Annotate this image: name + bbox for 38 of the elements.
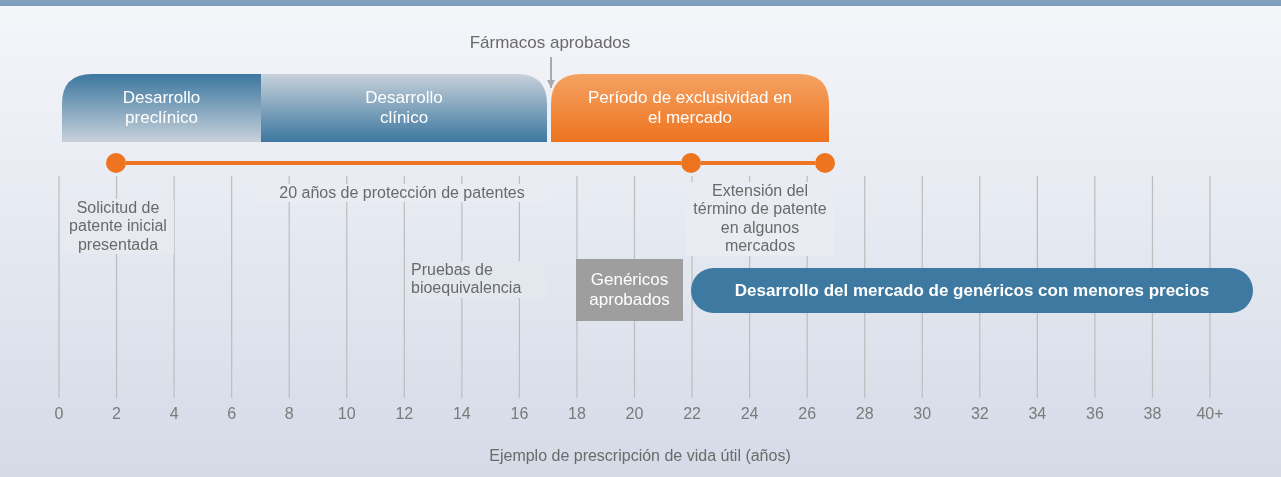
tick-label: 6: [226, 405, 238, 423]
node-text: Desarrollo clínico: [364, 88, 444, 128]
tick-label: 4: [168, 405, 180, 423]
tick-label: 2: [111, 405, 122, 423]
annotation-text: Solicitud de patente inicial presentada: [62, 199, 174, 255]
node-text: Genéricos aprobados: [588, 270, 671, 310]
tick-label: 16: [509, 405, 530, 423]
tick-label: 40+: [1195, 405, 1225, 423]
tick-label: 12: [394, 405, 415, 423]
tick-label: 24: [739, 405, 760, 423]
tick-label: 22: [682, 405, 702, 423]
tick-label: 34: [1027, 405, 1048, 423]
node-text: Período de exclusividad en el mercado: [586, 88, 794, 128]
tick-label: 32: [969, 405, 990, 423]
phase-box: [62, 74, 261, 142]
approval-box: [576, 259, 683, 321]
tick-label: 26: [797, 405, 818, 423]
timeline-bar: [126, 161, 681, 165]
tick-label: 18: [567, 405, 587, 423]
tick-label: 20: [624, 405, 645, 423]
node-text: Desarrollo preclínico: [121, 88, 202, 128]
axis-title: Ejemplo de prescripción de vida útil (años): [488, 447, 792, 466]
tick-label: 38: [1142, 405, 1163, 423]
phase-box: [261, 74, 547, 142]
arrow: [547, 56, 555, 89]
tick-label: 0: [53, 405, 65, 423]
annotation-text: Extensión del término de patente en algunos mercados: [686, 182, 834, 256]
tick-label: 36: [1085, 405, 1105, 423]
node-text: Desarrollo del mercado de genéricos con menores precios: [734, 280, 1210, 301]
tick-label: 30: [912, 405, 933, 423]
market-pill: [691, 268, 1253, 313]
tick-label: 28: [854, 405, 875, 423]
tick-label: 10: [336, 405, 357, 423]
timeline-bar: [701, 161, 815, 165]
phase-box: [551, 74, 829, 142]
node-text: Fármacos aprobados: [469, 33, 631, 53]
tick-label: 14: [451, 405, 472, 423]
tick-label: 8: [283, 405, 295, 423]
